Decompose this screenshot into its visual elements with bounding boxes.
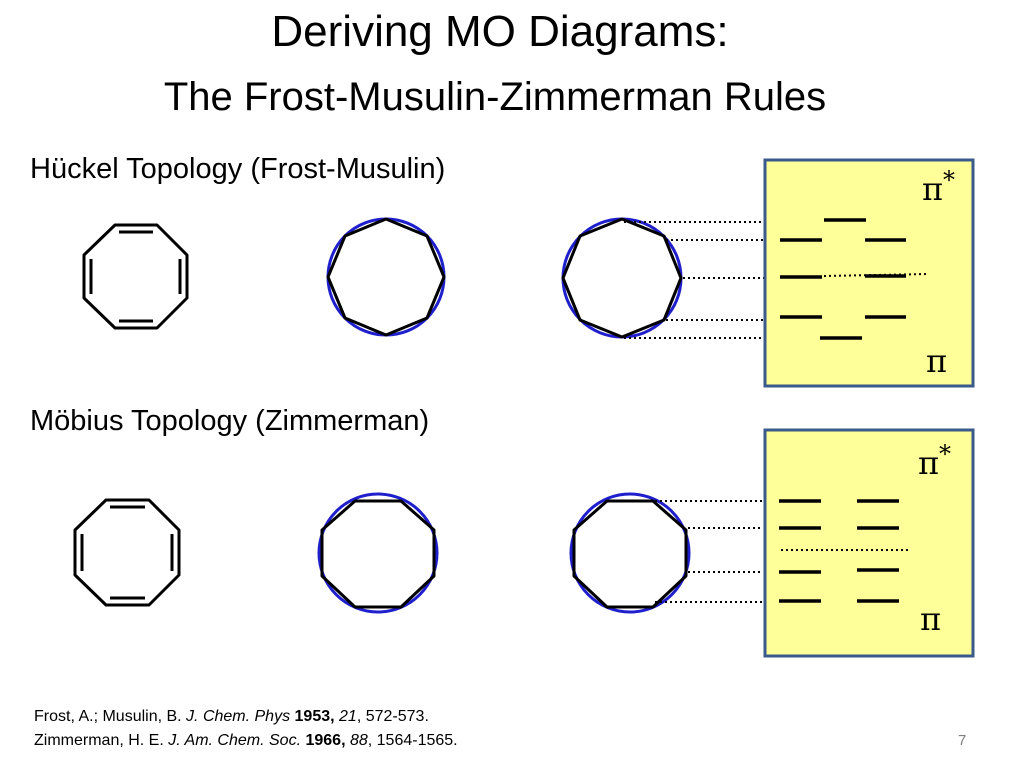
huckel-frost-circle — [326, 217, 446, 337]
mobius-mo-box — [763, 428, 975, 658]
huckel-pi-star-label: π* — [922, 166, 955, 208]
references: Frost, A.; Musulin, B. J. Chem. Phys 195… — [34, 705, 458, 753]
mobius-circle-outline-2 — [569, 492, 691, 614]
reference-zimmerman: Zimmerman, H. E. J. Am. Chem. Soc. 1966,… — [34, 732, 458, 749]
huckel-heading: Hückel Topology (Frost-Musulin) — [30, 153, 446, 185]
mobius-heading: Möbius Topology (Zimmerman) — [30, 405, 430, 437]
mobius-pi-star-label: π* — [918, 440, 951, 482]
slide-title-line1: Deriving MO Diagrams: — [271, 7, 729, 56]
mobius-dotted-connectors — [655, 500, 762, 603]
huckel-nonbonding-line — [823, 273, 929, 277]
mobius-cyclooctatetraene — [73, 498, 181, 607]
mobius-pi-label: π — [920, 600, 941, 638]
huckel-frost-circle-mapped — [561, 217, 683, 339]
huckel-mo-levels — [780, 218, 906, 340]
slide-title-line2: The Frost-Musulin-Zimmerman Rules — [163, 75, 827, 119]
mobius-frost-circle-mapped — [569, 492, 691, 614]
mobius-frost-circle — [317, 492, 439, 614]
huckel-cyclooctatetraene — [82, 223, 189, 330]
reference-frost: Frost, A.; Musulin, B. J. Chem. Phys 195… — [34, 708, 429, 725]
huckel-dotted-connectors — [624, 221, 770, 339]
huckel-mo-box — [763, 158, 975, 388]
huckel-pi-label: π — [926, 342, 947, 380]
mobius-mo-levels — [779, 499, 899, 603]
page-number: 7 — [958, 732, 967, 749]
mobius-circle-outline — [317, 492, 439, 614]
